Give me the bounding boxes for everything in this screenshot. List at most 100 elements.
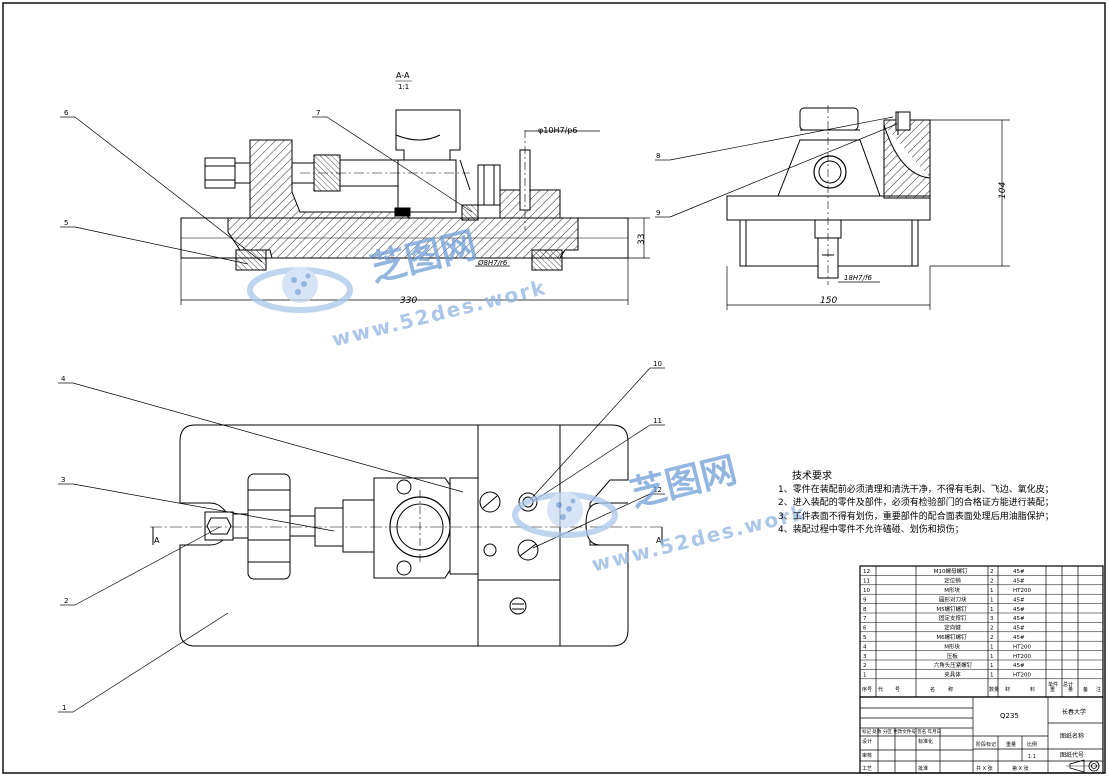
section-scale: 1:1 — [398, 83, 409, 91]
tech-requirements: 技术要求 1、零件在装配前必须清理和清洗干净，不得有毛刺、飞边、氧化皮； 2、进… — [778, 470, 1054, 538]
side-view — [726, 105, 931, 285]
dim-side-width: 150 — [820, 296, 837, 306]
bom-row-qty: 3 — [990, 616, 994, 622]
bom-row-name: 压板 — [947, 652, 959, 660]
bom-row-name: M形块 — [944, 586, 960, 594]
tb-material: Q235 — [1000, 712, 1019, 720]
bom-row-qty: 1 — [990, 644, 994, 650]
bom-row-name: 固定支撑钉 — [939, 614, 967, 622]
dim-width: 330 — [400, 296, 417, 306]
bom-row-name: 六角头压紧螺钉 — [934, 661, 973, 669]
balloon-1: 1 — [62, 704, 66, 712]
bom-row-material: HT200 — [1013, 588, 1031, 594]
balloon-4: 4 — [61, 375, 66, 383]
bom-row-material: 45# — [1013, 635, 1025, 641]
tech-item-2: 2、进入装配的零件及部件，必须有检验部门的合格证方能进行装配； — [778, 498, 1054, 508]
plan-view — [150, 424, 665, 647]
tb-scale: 1:1 — [1028, 754, 1036, 760]
bom-row-name: M10螺母螺钉 — [934, 567, 968, 575]
bom-row-material: 45# — [1013, 579, 1025, 585]
tb-school: 长春大学 — [1062, 708, 1086, 716]
bom-row-name: M形块 — [944, 642, 960, 650]
bom-header-cell: 料 — [1030, 686, 1035, 693]
leader-lines — [58, 116, 898, 713]
bom-row-no: 5 — [863, 635, 867, 641]
tech-item-1: 1、零件在装配前必须清理和清洗干净，不得有毛刺、飞边、氧化皮； — [778, 484, 1054, 495]
bom-row-material: 45# — [1013, 626, 1025, 632]
balloon-10: 10 — [653, 360, 662, 368]
tb-approve: 批准 — [918, 765, 928, 772]
watermark-url-top: www.52des.work — [329, 275, 549, 352]
balloon-8: 8 — [656, 152, 660, 160]
section-label: A-A — [396, 71, 410, 80]
bom-header-cell: 号 — [895, 687, 900, 693]
bom-row-name: M5螺钉螺钉 — [936, 605, 967, 613]
bom-row-no: 9 — [863, 597, 867, 603]
bom-row-name: 夹具体 — [944, 671, 961, 679]
fit-note-bottom: Ø8H7/r6 — [477, 259, 508, 267]
tb-standard: 标准化 — [918, 738, 933, 745]
bom-row-no: 3 — [863, 654, 867, 660]
bom-header-cell: 序号 — [862, 686, 872, 693]
bom-row-qty: 1 — [990, 588, 994, 594]
bom-row-qty: 1 — [990, 663, 994, 669]
tb-review: 审核 — [862, 752, 872, 759]
balloon-12: 12 — [653, 486, 662, 494]
tb-stage-mark: 阶段标记 — [976, 741, 996, 748]
watermark-brand-bottom: 芝图网 — [626, 450, 741, 516]
tech-item-3: 3、工件表面不得有划伤，重要部件的配合面表面处理后用油脂保护； — [778, 511, 1054, 522]
tb-sheet-no: 第 X 张 — [1012, 765, 1029, 772]
bom-row-qty: 2 — [990, 569, 994, 575]
projection-symbol-icon — [1066, 759, 1100, 773]
bom-row-no: 1 — [863, 673, 867, 679]
tb-drawing-no: 图纸代号 — [1060, 751, 1084, 759]
tb-marks-row: 标记 处数 分区 更改文件号 签名 年月日 — [862, 728, 941, 735]
bom-header-cell: 名 — [930, 686, 935, 693]
bom-header-cell: 单件 — [1048, 681, 1058, 688]
balloon-9: 9 — [656, 209, 660, 217]
fit-note-side: 18H7/f6 — [844, 274, 872, 282]
dim-height: 33 — [637, 234, 647, 245]
bom-row-no: 11 — [863, 579, 870, 585]
bom-row-qty: 1 — [990, 654, 994, 660]
bom-row-name: M6螺钉螺钉 — [936, 633, 967, 641]
fit-note-top: φ10H7/p6 — [538, 126, 577, 135]
bom-row-qty: 1 — [990, 673, 994, 679]
bom-row-material: 45# — [1013, 607, 1025, 613]
bom-row-material: 45# — [1013, 663, 1025, 669]
bom-row-material: 45# — [1013, 616, 1025, 622]
bom-header-cell: 数量 — [989, 686, 999, 693]
balloon-5: 5 — [64, 219, 68, 227]
bom-row-material: HT200 — [1013, 673, 1031, 679]
bom-row-name: 圆形对刀块 — [939, 595, 967, 603]
balloon-3: 3 — [61, 476, 65, 484]
tech-requirements-title: 技术要求 — [792, 471, 832, 482]
dim-side-height: 104 — [998, 182, 1008, 199]
bom-header-cell: 重 — [1050, 686, 1055, 693]
bom-row-no: 8 — [863, 607, 867, 613]
balloon-11: 11 — [653, 417, 662, 425]
bom-row-name: 定位销 — [944, 577, 961, 585]
side-dimensions — [726, 119, 1010, 310]
bom-row-no: 7 — [863, 616, 867, 622]
bom-row-material: 45# — [1013, 569, 1025, 575]
watermark-globe-icon — [247, 267, 353, 313]
bom-row-qty: 2 — [990, 626, 994, 632]
bom-header-cell: 材 — [1005, 686, 1010, 693]
balloon-2: 2 — [64, 597, 68, 605]
tech-item-4: 4、装配过程中零件不允许磕碰、划伤和损伤； — [778, 525, 964, 535]
bom-header-cell: 注 — [1096, 686, 1101, 693]
bom-header-cell: 代 — [878, 686, 883, 693]
bom-row-no: 4 — [863, 644, 867, 650]
bom-row-material: 45# — [1013, 597, 1025, 603]
bom-row-qty: 1 — [990, 597, 994, 603]
bom-row-no: 12 — [863, 569, 870, 575]
bom-header-cell: 称 — [948, 686, 953, 693]
bom-row-name: 定向键 — [944, 624, 961, 632]
bom-row-qty: 2 — [990, 579, 994, 585]
bom-row-qty: 2 — [990, 635, 994, 641]
tb-process: 工艺 — [862, 766, 872, 772]
